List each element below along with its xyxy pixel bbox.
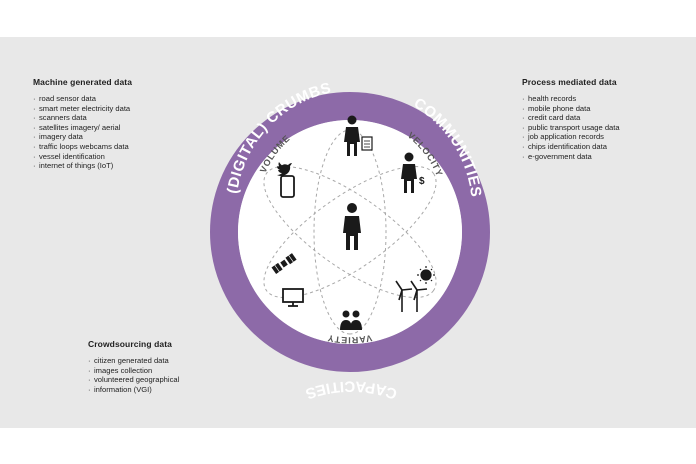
- ring-label-bottom: CAPACITIES: [303, 377, 399, 402]
- list-item: images collection: [88, 366, 238, 376]
- monitor-icon: [282, 288, 304, 303]
- list-item: internet of things (IoT): [33, 161, 193, 171]
- list-item: scanners data: [33, 113, 193, 123]
- machine-generated-block: Machine generated data road sensor data …: [33, 77, 193, 171]
- list-item-continued: imagery data: [33, 132, 193, 142]
- machine-generated-list: road sensor data smart meter electricity…: [33, 94, 193, 171]
- list-item: public transport usage data: [522, 123, 687, 133]
- orbit-ellipse: [263, 165, 437, 299]
- crowdsourcing-title: Crowdsourcing data: [88, 339, 172, 349]
- wind-turbine-icon: [395, 280, 428, 312]
- list-item: e-government data: [522, 152, 687, 162]
- list-item: chips identification data: [522, 142, 687, 152]
- list-item: health records: [522, 94, 687, 104]
- twitter-phone-icon: [277, 162, 295, 198]
- list-item: smart meter electricity data: [33, 104, 193, 114]
- list-item: mobile phone data: [522, 104, 687, 114]
- person-icon: [343, 203, 361, 250]
- list-item: vessel identification: [33, 152, 193, 162]
- outer-ring: [210, 92, 490, 372]
- wind-solar-icon: [395, 266, 435, 312]
- process-mediated-title: Process mediated data: [522, 77, 617, 87]
- machine-generated-title: Machine generated data: [33, 77, 133, 87]
- twitter-icon: [277, 162, 292, 176]
- orbit-ellipse: [263, 165, 437, 299]
- satellite-monitor-icon: [271, 253, 304, 307]
- list-item: volunteered geographical: [88, 375, 238, 385]
- svg-text:$: $: [419, 176, 425, 187]
- people-group-icon: [340, 310, 362, 330]
- person-document-icon: [344, 115, 373, 156]
- process-mediated-block: Process mediated data health records mob…: [522, 77, 687, 161]
- process-mediated-list: health records mobile phone data credit …: [522, 94, 687, 161]
- list-item-continued: information (VGI): [88, 385, 238, 395]
- sun-icon: [417, 266, 435, 284]
- list-item: traffic loops webcams data: [33, 142, 193, 152]
- person-money-icon: $: [401, 152, 425, 193]
- list-item: citizen generated data: [88, 356, 238, 366]
- list-item: road sensor data: [33, 94, 193, 104]
- crowdsourcing-list: citizen generated data images collection…: [88, 356, 238, 394]
- list-item: satellites imagery/ aerial: [33, 123, 193, 133]
- list-item: credit card data: [522, 113, 687, 123]
- phone-icon: [280, 175, 295, 198]
- variety-label: VARIETY: [326, 333, 373, 345]
- satellite-icon: [271, 253, 297, 275]
- list-item: job application records: [522, 132, 687, 142]
- crowdsourcing-block: Crowdsourcing data citizen generated dat…: [88, 339, 238, 394]
